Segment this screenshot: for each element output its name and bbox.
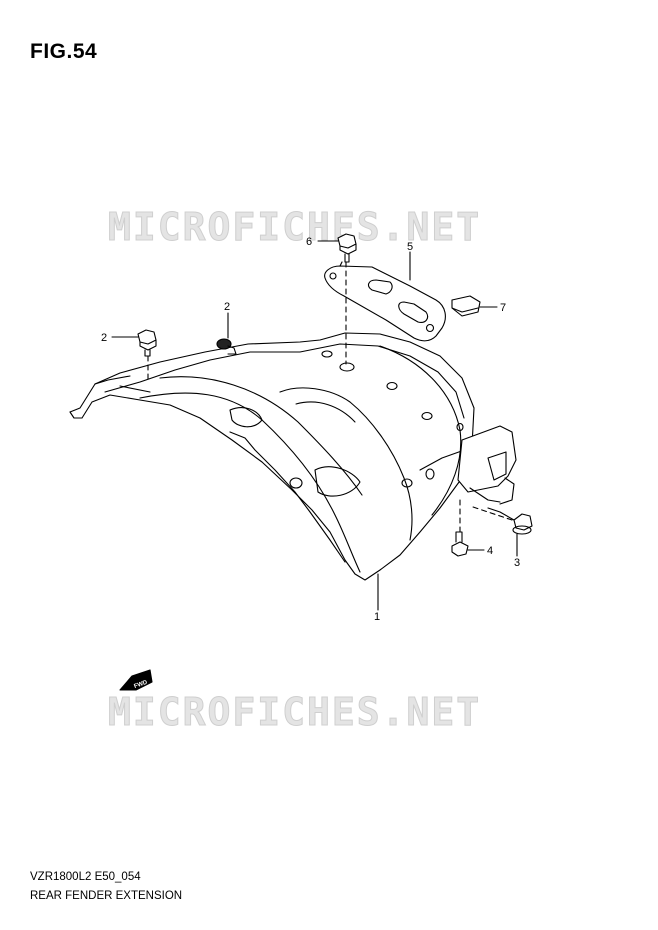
part-7-pad (451, 295, 481, 317)
callout-3: 3 (514, 557, 520, 569)
footer-model-code: VZR1800L2 E50_054 (30, 871, 141, 883)
callout-7: 7 (500, 302, 506, 314)
part-6-bolt (337, 233, 357, 263)
fwd-arrow-icon (119, 669, 153, 691)
callout-6: 6 (306, 236, 312, 248)
watermark-bottom: MICROFICHES.NET (108, 690, 482, 735)
part-3-bolt-washer (487, 507, 533, 535)
part-1-rear-fender-extension (69, 332, 517, 581)
part-2-screw-middle (216, 338, 237, 355)
part-2-bolt-left (137, 329, 157, 357)
callout-4: 4 (487, 545, 493, 557)
callout-1: 1 (374, 611, 380, 623)
callout-5: 5 (407, 241, 413, 253)
leader-lines (111, 240, 518, 611)
figure-title: FIG.54 (30, 40, 98, 63)
fwd-badge-label: FWD (133, 679, 149, 690)
callout-2-left: 2 (101, 332, 107, 344)
part-4-bolt (451, 531, 469, 557)
callout-2-middle: 2 (224, 301, 230, 313)
part-5-bracket-plate (324, 261, 446, 342)
footer-part-name: REAR FENDER EXTENSION (30, 890, 183, 902)
assembly-lines (147, 261, 513, 533)
watermark-top: MICROFICHES.NET (108, 205, 482, 250)
